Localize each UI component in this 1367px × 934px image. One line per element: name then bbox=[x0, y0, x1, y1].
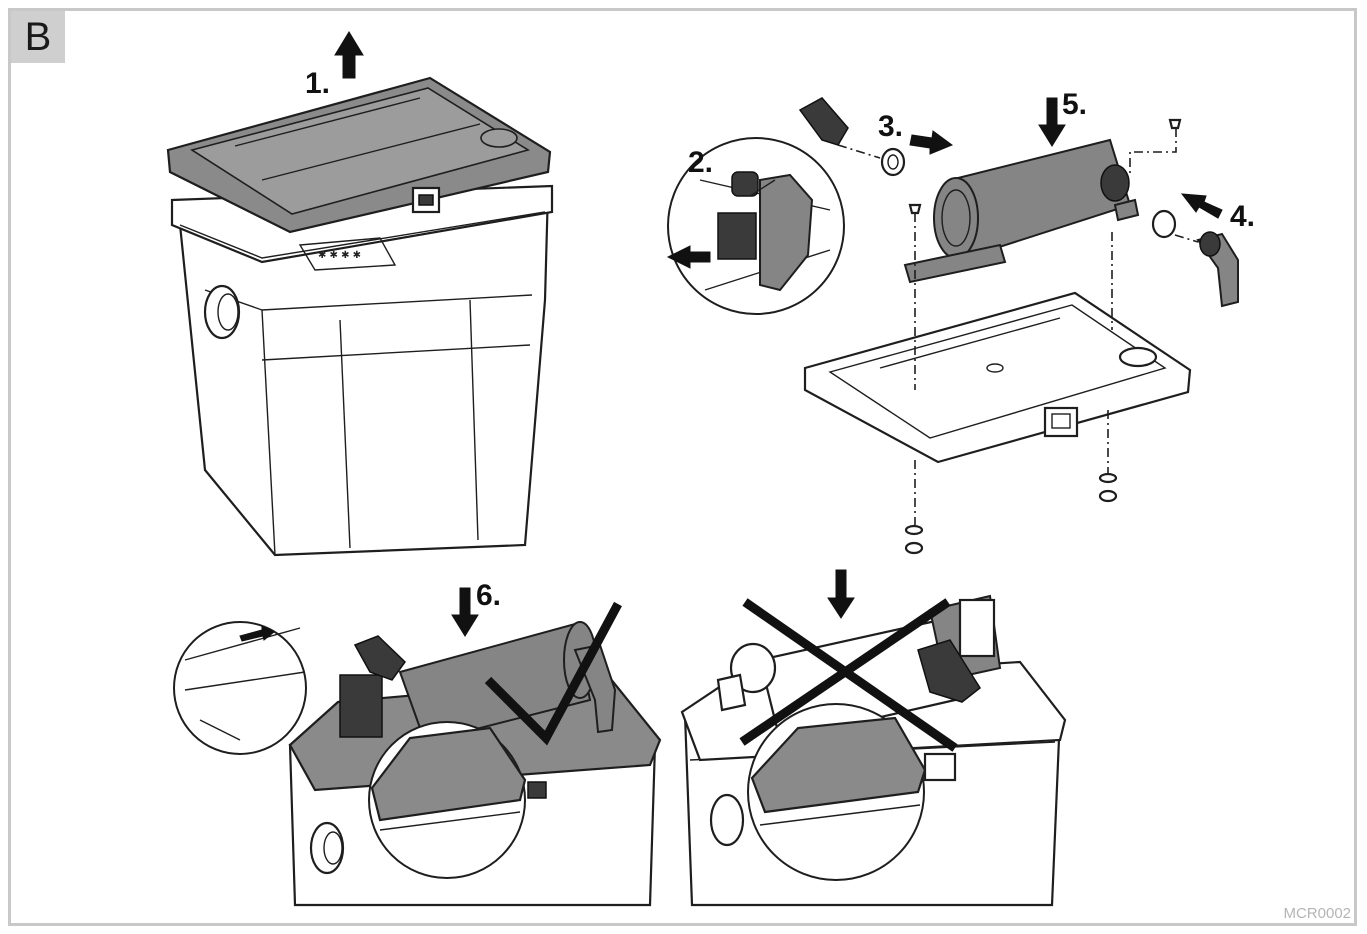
step-3-label: 3. bbox=[878, 110, 903, 143]
lid-assembly: 3. 4. 5. bbox=[798, 88, 1255, 555]
cross-mark-icon bbox=[739, 598, 958, 752]
arrow-left-icon bbox=[666, 245, 711, 269]
filter-box-open: ✱ ✱ ✱ ✱ bbox=[166, 76, 554, 557]
step-1-label: 1. bbox=[305, 67, 330, 100]
detail-circle-step-2: 2. bbox=[666, 137, 845, 315]
step-2-label: 2. bbox=[688, 146, 713, 179]
check-mark-icon bbox=[484, 601, 622, 746]
panel-label: B bbox=[11, 11, 65, 63]
arrow-left-icon bbox=[1180, 193, 1223, 219]
step-6-label: 6. bbox=[476, 579, 501, 612]
arrow-down-icon bbox=[1038, 97, 1066, 147]
arrow-up-icon bbox=[334, 31, 364, 79]
arrow-down-icon bbox=[451, 587, 479, 637]
step-1-callout: 1. bbox=[305, 31, 364, 100]
correct-placement: 6. bbox=[173, 579, 662, 907]
incorrect-placement bbox=[680, 569, 1067, 907]
svg-text:✱ ✱ ✱ ✱: ✱ ✱ ✱ ✱ bbox=[318, 250, 361, 261]
reference-code: MCR0002 bbox=[1283, 905, 1351, 922]
arrow-right-icon bbox=[909, 130, 954, 155]
arrow-down-icon bbox=[827, 569, 855, 619]
step-5-label: 5. bbox=[1062, 88, 1087, 121]
step-4-label: 4. bbox=[1230, 200, 1255, 233]
